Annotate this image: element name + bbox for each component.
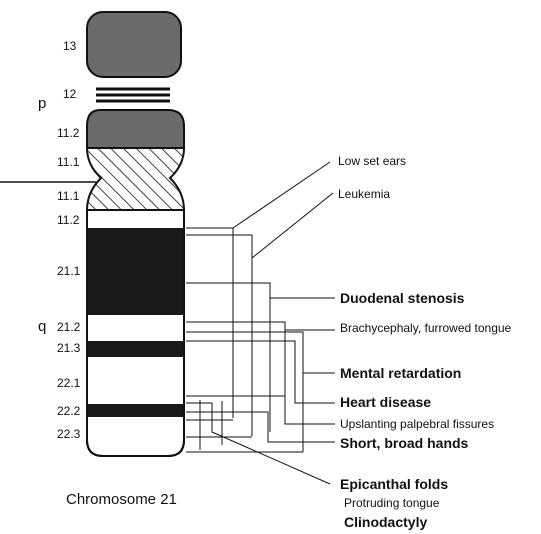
- band-label-q21-1: 21.1: [57, 265, 80, 277]
- band-label-13: 13: [63, 40, 76, 52]
- band-label-q11-2: 11.2: [57, 214, 79, 226]
- connector-lines: [186, 162, 335, 484]
- band-q21-3: [87, 341, 184, 357]
- band-q22-2: [87, 404, 184, 417]
- band-label-p11-2: 11.2: [57, 127, 79, 139]
- feature-low-set-ears: Low set ears: [338, 155, 406, 167]
- band-label-q21-2: 21.2: [57, 321, 80, 333]
- band-label-p11-1: 11.1: [57, 156, 79, 168]
- feature-protruding-tongue: Protruding tongue: [344, 497, 439, 509]
- feature-brachycephaly: Brachycephaly, furrowed tongue: [340, 322, 511, 334]
- figure-caption: Chromosome 21: [66, 492, 177, 507]
- feature-upslanting-palpebral: Upslanting palpebral fissures: [340, 418, 494, 430]
- connector-brachycephaly: [186, 322, 335, 330]
- feature-epicanthal-folds: Epicanthal folds: [340, 477, 448, 491]
- connector-duodenal-stenosis: [186, 283, 335, 298]
- arm-label-p: p: [38, 96, 46, 111]
- feature-duodenal-stenosis: Duodenal stenosis: [340, 291, 464, 305]
- band-label-q22-3: 22.3: [57, 428, 80, 440]
- feature-heart-disease: Heart disease: [340, 395, 431, 409]
- band-label-q22-2: 22.2: [57, 405, 80, 417]
- centromere-hatched: [87, 148, 184, 210]
- band-label-q22-1: 22.1: [57, 377, 80, 389]
- feature-short-broad-hands: Short, broad hands: [340, 436, 468, 450]
- band-label-q21-3: 21.3: [57, 342, 80, 354]
- band-label-12: 12: [63, 88, 76, 100]
- band-q21-1: [87, 228, 184, 315]
- feature-mental-retardation: Mental retardation: [340, 366, 461, 380]
- connector-low-set-ears: [186, 162, 330, 228]
- connector-leukemia: [186, 193, 333, 258]
- connector-epicanthal: [186, 403, 330, 484]
- connector-mental-retardation: [186, 332, 335, 373]
- feature-leukemia: Leukemia: [338, 188, 390, 200]
- connector-heart-disease: [186, 341, 335, 403]
- arm-label-q: q: [38, 319, 46, 334]
- band-13-satellite: [87, 12, 181, 77]
- feature-clinodactyly: Clinodactyly: [344, 515, 427, 529]
- band-p11-2: [87, 110, 184, 148]
- band-label-q11-1: 11.1: [57, 190, 79, 202]
